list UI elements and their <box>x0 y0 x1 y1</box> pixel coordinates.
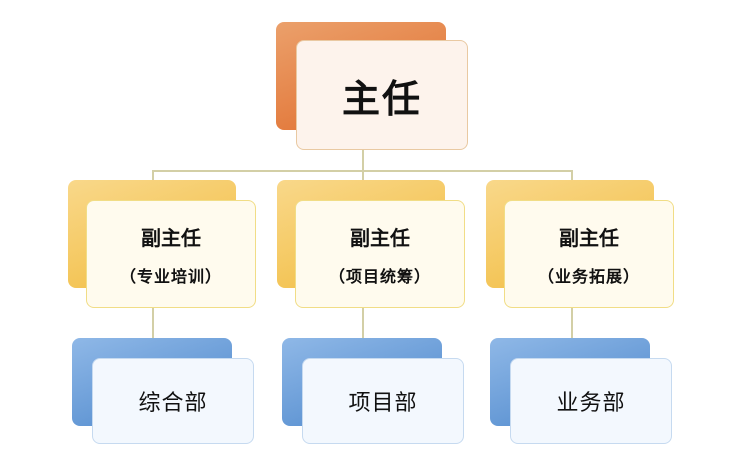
node-deputy-business-card: 副主任 （业务拓展） <box>504 200 674 308</box>
node-business-dept-card: 业务部 <box>510 358 672 444</box>
node-business-dept: 业务部 <box>490 338 672 444</box>
node-general-dept-title: 综合部 <box>138 391 208 416</box>
node-director-title: 主任 <box>341 76 422 121</box>
connector-mid-1-up <box>152 170 154 180</box>
node-general-dept-card: 综合部 <box>92 358 254 444</box>
connector-mid-2-up <box>362 170 364 180</box>
connector-mid-2-down <box>362 308 364 338</box>
node-deputy-business: 副主任 （业务拓展） <box>486 180 674 308</box>
node-general-dept: 综合部 <box>72 338 254 444</box>
connector-mid-1-down <box>152 308 154 338</box>
node-deputy-projects-title: 副主任 <box>350 225 410 250</box>
node-business-dept-title: 业务部 <box>556 391 626 416</box>
node-deputy-training-title: 副主任 <box>141 225 201 250</box>
node-project-dept: 项目部 <box>282 338 464 444</box>
node-project-dept-title: 项目部 <box>348 391 418 416</box>
node-deputy-projects-card: 副主任 （项目统筹） <box>295 200 465 308</box>
node-deputy-projects: 副主任 （项目统筹） <box>277 180 465 308</box>
node-director-card: 主任 <box>296 40 468 150</box>
connector-mid-3-up <box>571 170 573 180</box>
node-deputy-training-subtitle: （专业培训） <box>119 266 222 286</box>
node-deputy-training-card: 副主任 （专业培训） <box>86 200 256 308</box>
node-deputy-business-title: 副主任 <box>559 225 619 250</box>
node-deputy-business-subtitle: （业务拓展） <box>537 266 640 286</box>
node-director: 主任 <box>276 22 470 150</box>
connector-mid-3-down <box>571 308 573 338</box>
node-project-dept-card: 项目部 <box>302 358 464 444</box>
node-deputy-training: 副主任 （专业培训） <box>68 180 256 308</box>
connector-top-down <box>362 150 364 170</box>
node-deputy-projects-subtitle: （项目统筹） <box>328 266 431 286</box>
